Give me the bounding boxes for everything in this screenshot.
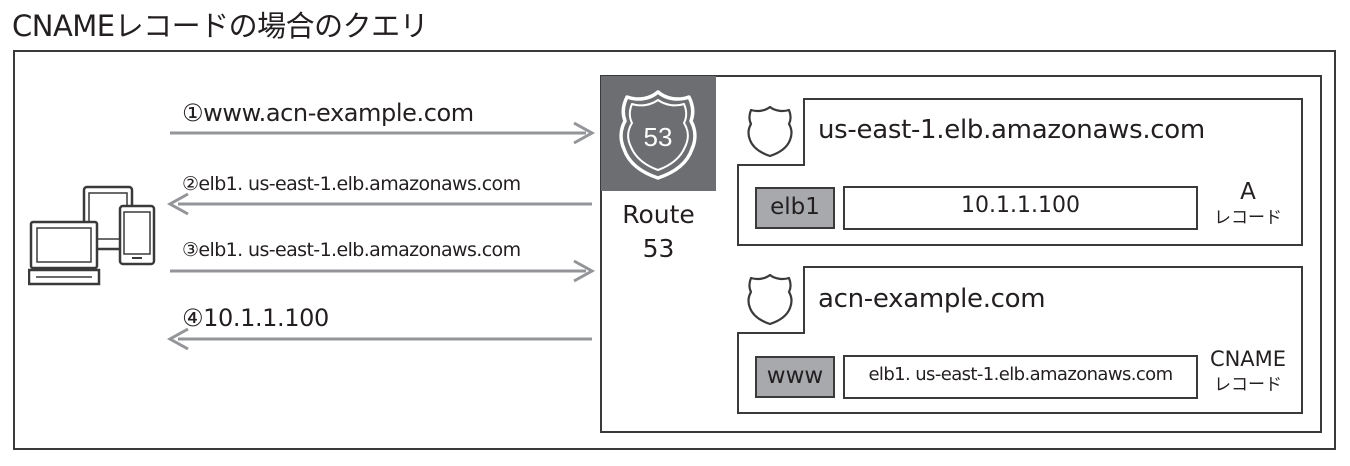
query-label-4: ④10.1.1.100 — [182, 304, 329, 332]
query-label-1: ①www.acn-example.com — [182, 99, 474, 127]
record-type-a-name: A — [1240, 179, 1256, 205]
arrow-query-1 — [170, 121, 596, 145]
zone-icon-box-acn — [737, 266, 805, 334]
route53-icon-box: 53 — [601, 76, 716, 191]
zone-name-acn: acn-example.com — [818, 284, 1046, 314]
route53-shield-icon: 53 — [619, 90, 697, 180]
arrow-query-3 — [170, 259, 596, 283]
hosted-zone-shield-icon — [747, 273, 793, 326]
diagram-frame — [13, 50, 1336, 450]
zone-icon-box-elb — [737, 98, 805, 166]
route53-frame — [600, 75, 1322, 433]
record-key-www: www — [755, 356, 835, 398]
query-label-3: ③elb1. us-east-1.elb.amazonaws.com — [182, 239, 521, 261]
record-type-cname-name: CNAME — [1209, 347, 1287, 371]
route53-icon-number: 53 — [644, 122, 673, 152]
route53-label-line2: 53 — [642, 234, 675, 263]
record-value-a: 10.1.1.100 — [843, 186, 1198, 230]
diagram-title: CNAMEレコードの場合のクエリ — [12, 9, 429, 43]
record-type-cname: CNAME レコード — [1196, 345, 1300, 397]
arrow-query-4 — [166, 327, 592, 351]
query-label-2: ②elb1. us-east-1.elb.amazonaws.com — [182, 173, 521, 195]
record-value-cname: elb1. us-east-1.elb.amazonaws.com — [843, 355, 1198, 399]
client-devices-icon — [28, 185, 156, 286]
arrow-query-2 — [166, 192, 592, 216]
record-key-elb1: elb1 — [755, 187, 835, 229]
zone-name-elb: us-east-1.elb.amazonaws.com — [818, 115, 1205, 145]
hosted-zone-shield-icon — [747, 105, 793, 158]
record-type-a-word: レコード — [1214, 208, 1282, 228]
route53-label-line1: Route — [622, 200, 695, 229]
route53-label: Route 53 — [601, 198, 716, 266]
record-type-cname-word: レコード — [1214, 375, 1282, 395]
record-type-a: A レコード — [1200, 178, 1296, 230]
